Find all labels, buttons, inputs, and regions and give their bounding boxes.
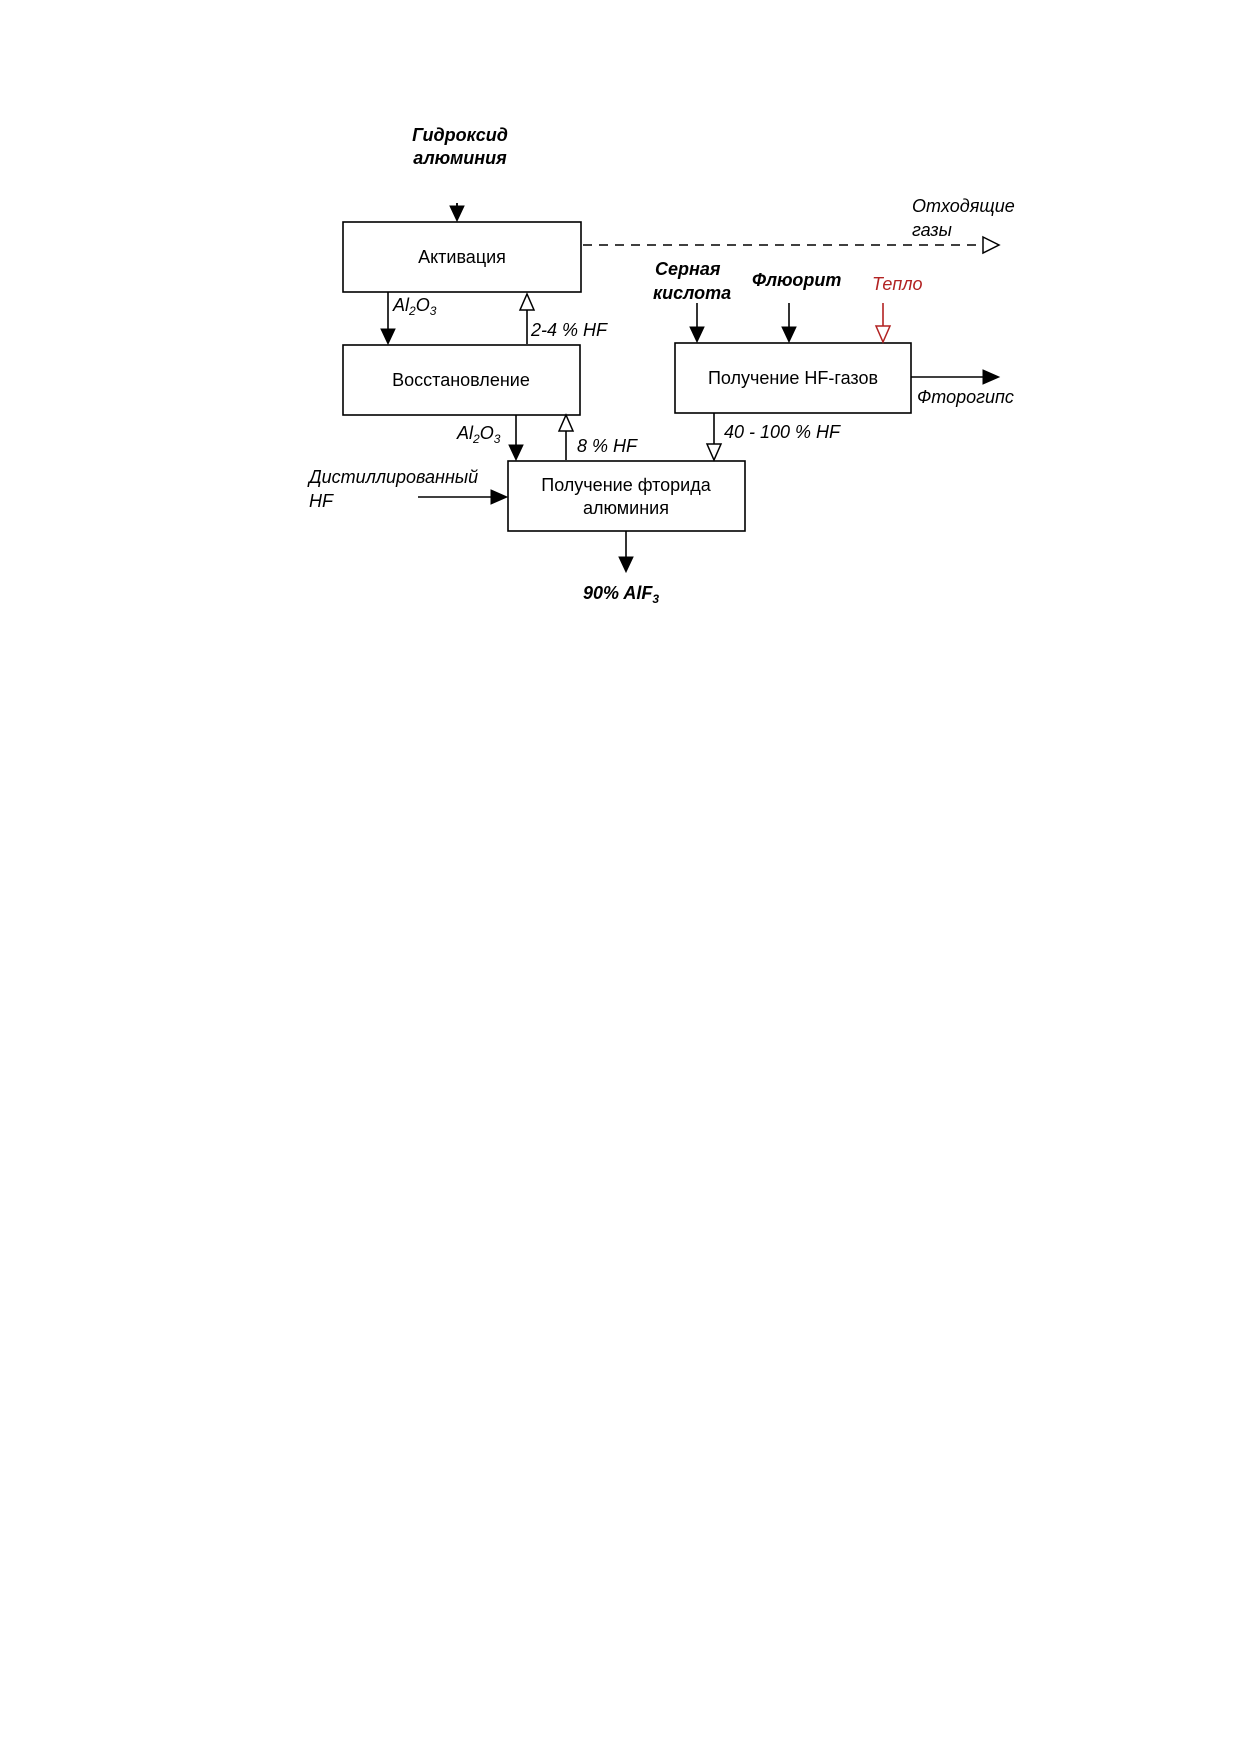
- reduction-label: Восстановление: [392, 370, 530, 390]
- hf-2-4-flow-reduction-to-activation: 2-4 % HF: [518, 292, 608, 344]
- fluorite-label: Флюорит: [752, 270, 841, 290]
- hf-2-4-arrow-head: [518, 292, 536, 311]
- activation-label: Активация: [418, 247, 506, 267]
- product-output: 90% AlF3: [583, 531, 659, 606]
- activation-box: [342, 221, 582, 293]
- off-gases-label-line2: газы: [912, 220, 952, 240]
- distilled-hf-label-line1: Дистиллированный: [307, 467, 478, 487]
- off-gases-arrow-head: [982, 235, 1001, 255]
- aluminium-fluoride-box: [507, 460, 746, 532]
- distilled-hf-label-line2: HF: [309, 491, 334, 511]
- distilled-hf-arrow-head: [490, 489, 509, 505]
- sulfuric-acid-label-line2: кислота: [653, 283, 731, 303]
- fluorite-arrow-head: [781, 326, 797, 344]
- off-gases-label-line1: Отходящие: [912, 196, 1015, 216]
- product-arrow-head: [618, 556, 634, 574]
- al2o3-label-b: Al2O3: [456, 423, 501, 446]
- al2o3-flow-b-arrow-head: [508, 444, 524, 462]
- hf-production-block: Получение HF-газов: [674, 342, 912, 414]
- hf-production-label: Получение HF-газов: [708, 368, 878, 388]
- reduction-block: Восстановление: [342, 344, 581, 416]
- heat-input: Тепло: [872, 274, 922, 344]
- hf-production-box: [674, 342, 912, 414]
- hf-8-label: 8 % HF: [577, 436, 638, 456]
- al2o3-flow-activation-to-reduction: Al2O3: [380, 292, 437, 346]
- hf-2-4-label: 2-4 % HF: [530, 320, 608, 340]
- aluminium-hydroxide-label-line2: алюминия: [413, 148, 507, 168]
- aluminium-hydroxide-input: Гидроксид алюминия: [412, 125, 508, 223]
- product-label: 90% AlF3: [583, 583, 659, 606]
- sulfuric-acid-input: Серная кислота: [653, 259, 731, 344]
- sulfuric-acid-label-line1: Серная: [655, 259, 721, 279]
- fluorogypsum-output: Фторогипс: [911, 369, 1014, 407]
- activation-block: Активация: [342, 221, 582, 293]
- hf-40-100-arrow-head: [705, 443, 723, 462]
- al2o3-flow-arrow-head: [380, 328, 396, 346]
- heat-arrow-head: [874, 325, 892, 344]
- fluorogypsum-arrow-head: [982, 369, 1001, 385]
- aluminium-fluoride-label-line2: алюминия: [583, 498, 669, 518]
- off-gases-output: Отходящие газы: [583, 196, 1015, 255]
- reduction-box: [342, 344, 581, 416]
- al2o3-label-a: Al2O3: [392, 295, 437, 318]
- aluminium-hydroxide-arrow-head: [449, 205, 465, 223]
- fluorite-input: Флюорит: [752, 270, 841, 344]
- aluminium-fluoride-block: Получение фторида алюминия: [507, 460, 746, 532]
- aluminium-hydroxide-label-line1: Гидроксид: [412, 125, 508, 145]
- aluminium-fluoride-label-line1: Получение фторида: [541, 475, 711, 495]
- hf-40-100-label: 40 - 100 % HF: [724, 422, 841, 442]
- hf-8-flow-fluoride-to-reduction: 8 % HF: [557, 413, 638, 460]
- hf-8-arrow-head: [557, 413, 575, 432]
- distilled-hf-input: Дистиллированный HF: [307, 467, 509, 511]
- fluorogypsum-label: Фторогипс: [917, 387, 1014, 407]
- heat-label: Тепло: [872, 274, 922, 294]
- al2o3-flow-reduction-to-fluoride: Al2O3: [456, 415, 524, 462]
- hf-40-100-flow: 40 - 100 % HF: [705, 413, 841, 462]
- sulfuric-acid-arrow-head: [689, 326, 705, 344]
